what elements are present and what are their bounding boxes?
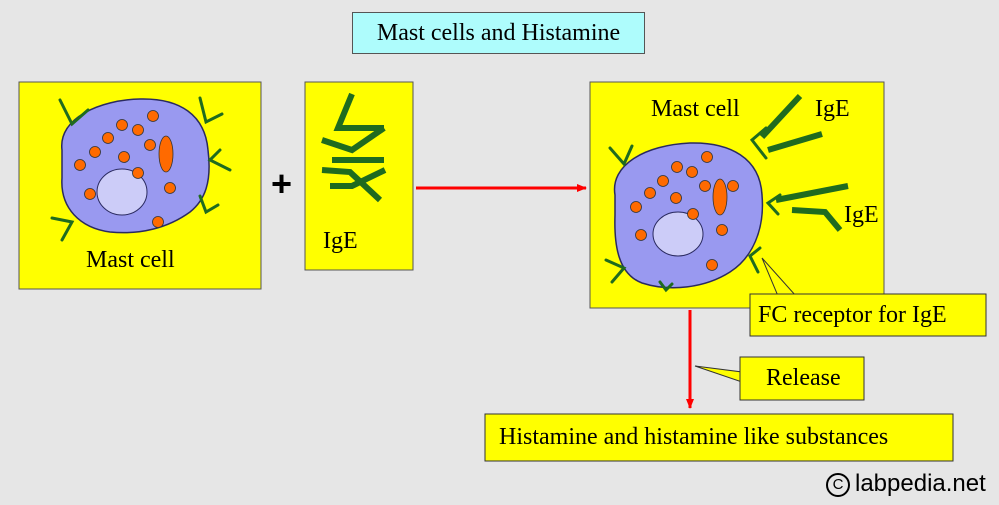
granule (670, 192, 682, 204)
granule (89, 146, 101, 158)
watermark-text: labpedia.net (855, 470, 986, 497)
granule (84, 188, 96, 200)
release-callout-box (739, 356, 865, 401)
granule (630, 201, 642, 213)
granule (74, 159, 86, 171)
sensitized-mast-cell-label: Mast cell (651, 96, 740, 122)
ige-label-right: IgE (844, 202, 879, 228)
bound-ige-icon (759, 93, 849, 232)
granule (118, 151, 130, 163)
mast-cell-label: Mast cell (86, 247, 175, 273)
product-text: Histamine and histamine like substances (499, 424, 889, 450)
granule (164, 182, 176, 194)
copyright-icon: C (826, 473, 850, 497)
granule-oval (158, 135, 174, 173)
fc-receptor-callout-box (749, 293, 987, 337)
granule (152, 216, 164, 228)
product-box (484, 413, 954, 462)
granule (706, 259, 718, 271)
granule (671, 161, 683, 173)
granule (635, 229, 647, 241)
page-title: Mast cells and Histamine (352, 12, 645, 54)
ige-antibody-icon (321, 92, 387, 203)
granule (716, 224, 728, 236)
granule (699, 180, 711, 192)
granules (74, 110, 176, 228)
fc-receptor-callout-text: FC receptor for IgE (758, 302, 947, 328)
ige-panel (304, 81, 414, 271)
granule (147, 110, 159, 122)
granule (102, 132, 114, 144)
cell-nucleus (96, 168, 148, 216)
granule (116, 119, 128, 131)
ige-label-top: IgE (815, 96, 850, 122)
granule (657, 175, 669, 187)
granule (144, 139, 156, 151)
release-callout-text: Release (766, 365, 841, 391)
fc-receptor-icon (50, 96, 232, 242)
ige-label: IgE (323, 228, 358, 254)
granule (727, 180, 739, 192)
sensitized-cell-nucleus (652, 211, 704, 257)
granule (687, 208, 699, 220)
granule (644, 187, 656, 199)
granule (132, 167, 144, 179)
granules (630, 151, 739, 271)
plus-sign: + (271, 163, 293, 204)
granule (701, 151, 713, 163)
granule-oval (712, 178, 728, 216)
granule (686, 166, 698, 178)
release-pointer (694, 365, 743, 383)
granule (132, 124, 144, 136)
